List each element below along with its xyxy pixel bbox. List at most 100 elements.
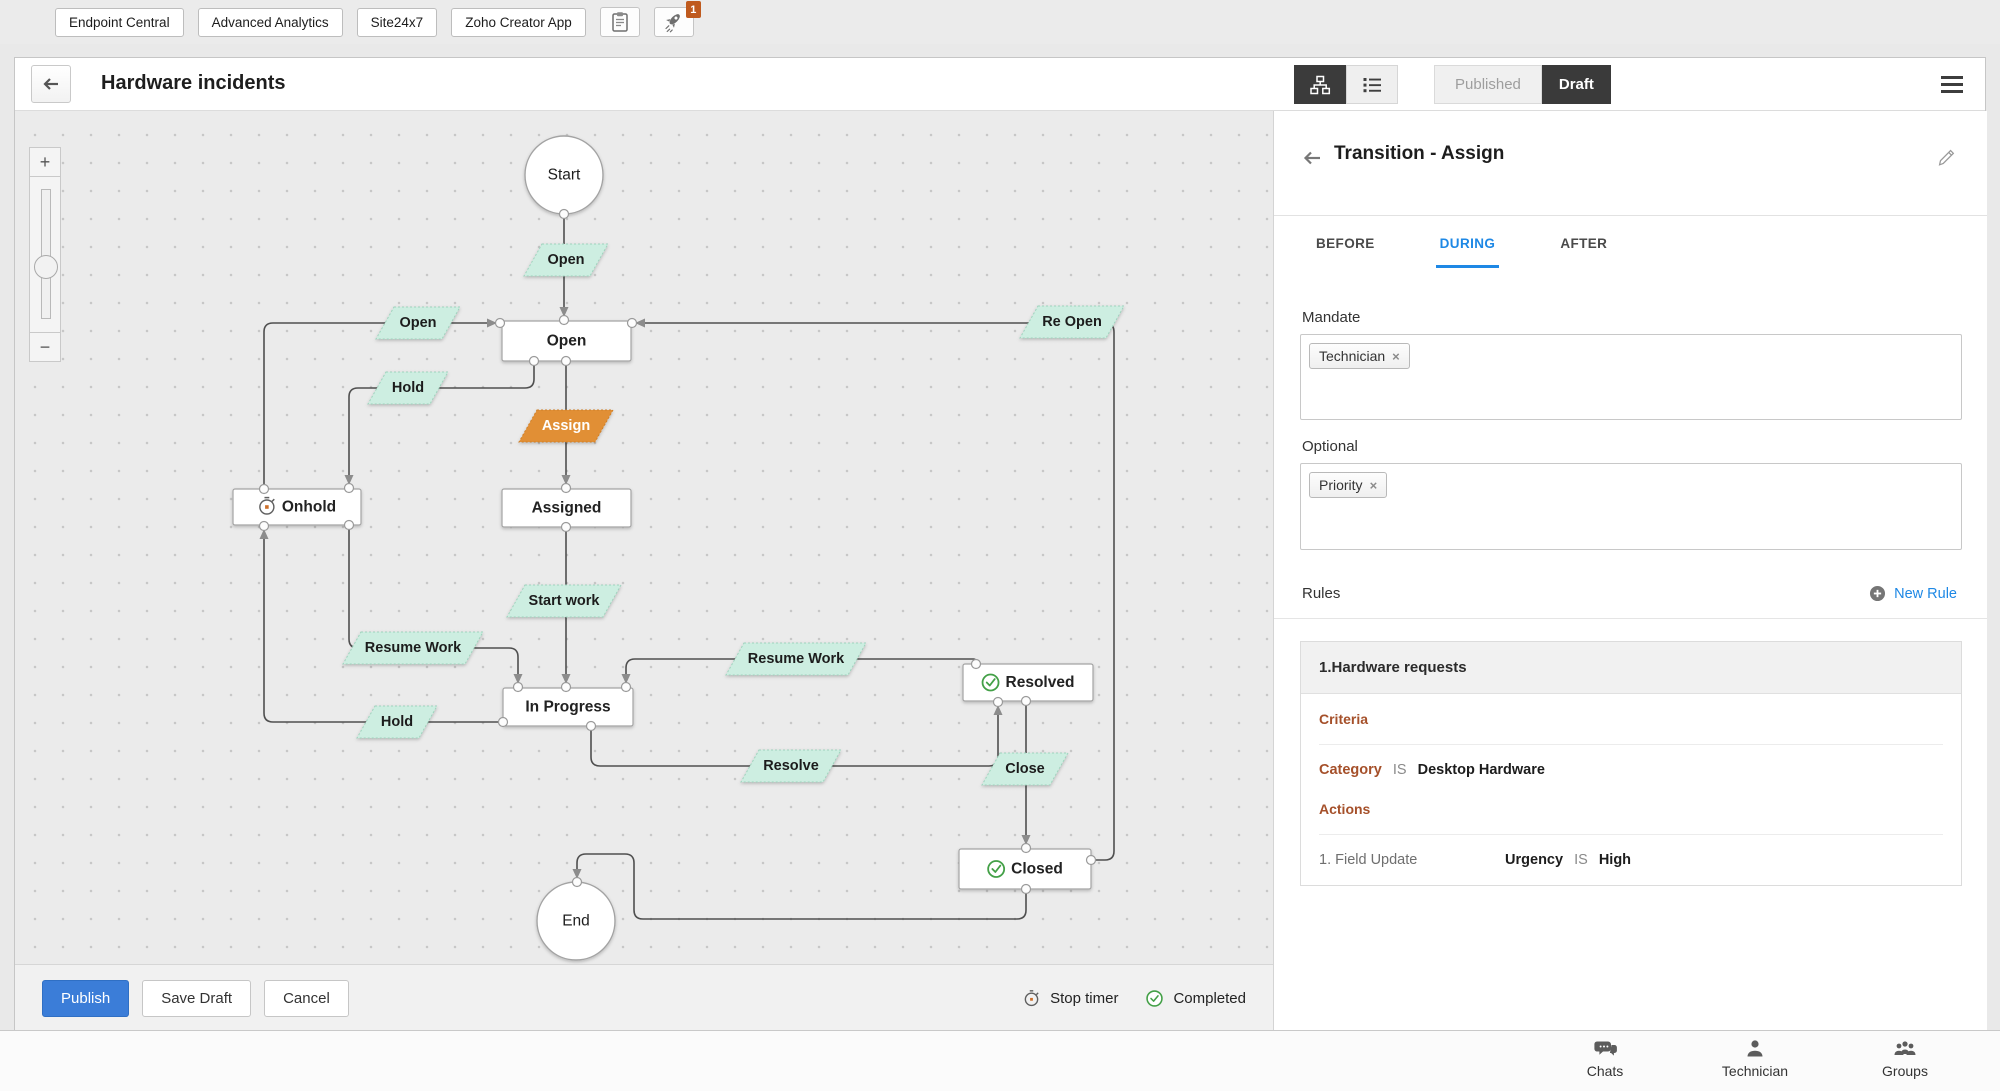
svg-text:Start: Start	[548, 167, 581, 184]
actions-heading: Actions	[1319, 801, 1371, 817]
completed-label: Completed	[1173, 989, 1246, 1007]
rule-card-title[interactable]: 1.Hardware requests	[1301, 642, 1961, 694]
chats-icon	[1594, 1041, 1617, 1056]
editor-header: Hardware incidents	[15, 58, 1985, 111]
bottom-dock: Chats Technician Groups	[0, 1030, 2000, 1091]
zoom-in-button[interactable]: +	[29, 147, 61, 177]
mandate-chip-technician: Technician ×	[1309, 343, 1410, 369]
svg-text:Hold: Hold	[381, 714, 413, 730]
node-start[interactable]: Start	[524, 135, 604, 215]
zoom-slider[interactable]	[29, 177, 61, 332]
action-row: 1. Field Update Urgency IS High	[1319, 835, 1943, 885]
chats-dock-button[interactable]: Chats	[1530, 1037, 1680, 1079]
transition-t-reopen[interactable]: Re Open	[1019, 305, 1125, 339]
panel-title: Transition - Assign	[1334, 143, 1505, 164]
transition-t-close[interactable]: Close	[981, 752, 1069, 786]
canvas-action-bar: Publish Save Draft Cancel Stop timer	[15, 964, 1273, 1031]
criteria-operator: IS	[1392, 762, 1407, 778]
svg-text:Re Open: Re Open	[1042, 314, 1102, 330]
transition-t-open-2[interactable]: Open	[375, 306, 461, 340]
node-onhold[interactable]: Onhold	[232, 488, 362, 526]
clipboard-button[interactable]	[599, 7, 640, 37]
chip-label: Technician	[1319, 348, 1386, 364]
view-toggle	[1294, 65, 1398, 104]
plus-circle-icon	[1870, 585, 1886, 602]
rule-card-body: Criteria Category IS Desktop Hardware Ac…	[1301, 694, 1961, 885]
node-inprogress[interactable]: In Progress	[502, 687, 634, 727]
edge-onhold-open[interactable]	[263, 318, 497, 489]
panel-back-button[interactable]	[1301, 149, 1323, 172]
stop-timer-label: Stop timer	[1050, 989, 1119, 1007]
rules-label: Rules	[1302, 585, 1341, 602]
svg-text:Assign: Assign	[542, 418, 590, 434]
transition-t-assign[interactable]: Assign	[518, 409, 614, 443]
flowchart-view-button[interactable]	[1294, 65, 1346, 104]
action-operator: IS	[1574, 852, 1588, 868]
rocket-icon	[665, 14, 680, 33]
svg-text:Close: Close	[1005, 761, 1045, 777]
published-tab[interactable]: Published	[1434, 65, 1542, 104]
mandate-field[interactable]: Technician ×	[1300, 334, 1962, 420]
criteria-value: Desktop Hardware	[1417, 762, 1545, 778]
tab-after[interactable]: AFTER	[1560, 236, 1608, 251]
app-button-site24x7[interactable]: Site24x7	[356, 7, 438, 37]
groups-dock-button[interactable]: Groups	[1830, 1037, 1980, 1079]
app-button-zoho-creator[interactable]: Zoho Creator App	[451, 7, 586, 37]
transition-t-open-1[interactable]: Open	[523, 243, 609, 277]
svg-text:Start work: Start work	[529, 593, 601, 609]
transition-t-resumework-2[interactable]: Resume Work	[725, 642, 867, 676]
whats-new-button[interactable]: 1	[653, 1, 701, 37]
transition-t-hold-2[interactable]: Hold	[356, 705, 438, 739]
cancel-button[interactable]: Cancel	[264, 979, 349, 1017]
remove-chip-icon[interactable]: ×	[1369, 477, 1378, 493]
back-button[interactable]	[31, 65, 71, 103]
app-button-advanced-analytics[interactable]: Advanced Analytics	[197, 7, 343, 37]
edge-open-onhold[interactable]	[344, 361, 535, 485]
transition-t-hold-1[interactable]: Hold	[367, 371, 449, 405]
menu-button[interactable]	[1941, 72, 1967, 96]
technician-dock-button[interactable]: Technician	[1680, 1037, 1830, 1079]
edit-transition-button[interactable]	[1935, 145, 1957, 174]
back-arrow-icon	[43, 78, 58, 90]
transition-t-resumework-1[interactable]: Resume Work	[342, 631, 484, 665]
stop-timer-icon	[1024, 990, 1039, 1007]
node-resolved[interactable]: Resolved	[962, 663, 1094, 702]
edge-closed-end[interactable]	[572, 853, 1027, 920]
new-rule-button[interactable]: New Rule	[1868, 584, 1957, 603]
publish-button[interactable]: Publish	[42, 979, 130, 1017]
groups-label: Groups	[1882, 1063, 1928, 1079]
groups-icon	[1894, 1041, 1916, 1055]
svg-text:Resume Work: Resume Work	[748, 651, 845, 667]
divider	[1274, 618, 1987, 619]
top-app-bar: Endpoint Central Advanced Analytics Site…	[0, 0, 2000, 44]
transition-t-resolve[interactable]: Resolve	[740, 749, 842, 783]
tab-during[interactable]: DURING	[1435, 216, 1500, 268]
zoom-out-button[interactable]: −	[29, 332, 61, 362]
node-end[interactable]: End	[536, 881, 616, 961]
list-view-button[interactable]	[1346, 65, 1398, 104]
node-open[interactable]: Open	[501, 320, 632, 362]
divider	[1319, 834, 1943, 835]
zoom-control: + −	[29, 147, 61, 362]
zoom-slider-knob[interactable]	[34, 255, 58, 279]
node-closed[interactable]: Closed	[958, 848, 1092, 890]
rules-header-row: Rules New Rule	[1302, 584, 1957, 603]
technician-label: Technician	[1721, 1063, 1789, 1079]
optional-field[interactable]: Priority ×	[1300, 463, 1962, 550]
new-rule-label: New Rule	[1894, 585, 1957, 602]
save-draft-button[interactable]: Save Draft	[142, 979, 252, 1017]
svg-text:Assigned: Assigned	[532, 500, 602, 517]
svg-text:Open: Open	[399, 315, 436, 331]
node-assigned[interactable]: Assigned	[501, 488, 632, 528]
app-button-endpoint-central[interactable]: Endpoint Central	[55, 7, 184, 37]
optional-label: Optional	[1302, 438, 1358, 455]
tab-before[interactable]: BEFORE	[1316, 236, 1375, 251]
flowchart-icon	[1310, 75, 1331, 94]
svg-text:In Progress: In Progress	[525, 699, 610, 716]
edge-inprogress-onhold[interactable]	[259, 529, 503, 723]
draft-tab[interactable]: Draft	[1541, 65, 1611, 104]
transition-t-startwork[interactable]: Start work	[506, 584, 622, 618]
remove-chip-icon[interactable]: ×	[1392, 348, 1400, 364]
dock-items: Chats Technician Groups	[1530, 1037, 1980, 1079]
